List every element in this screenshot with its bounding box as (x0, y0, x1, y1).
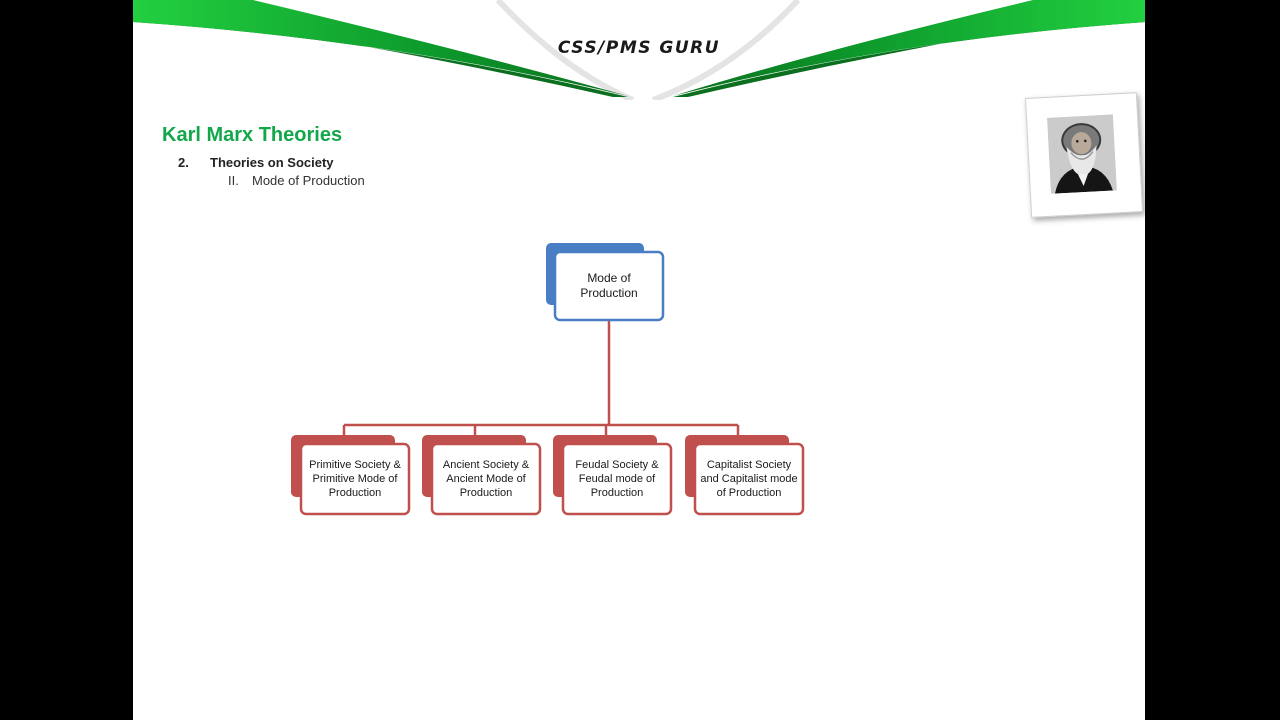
child-node-label: Feudal Society & Feudal mode of Producti… (575, 459, 659, 499)
connector-lines (342, 320, 740, 435)
portrait-image (1047, 114, 1117, 194)
outline-number: 2. (178, 155, 189, 170)
root-node (546, 243, 665, 322)
outline-item-level2: II. Mode of Production (228, 173, 365, 188)
child-node-label: Capitalist Society and Capitalist mode o… (700, 459, 798, 499)
portrait-photo-frame (1024, 92, 1144, 218)
child-node-box (430, 442, 542, 516)
brand-title: CSS/PMS GURU (557, 38, 721, 58)
outline-text: Theories on Society (210, 155, 334, 170)
root-node-label: Mode of Production (580, 271, 638, 300)
root-node-box (553, 250, 665, 322)
child-node-box (561, 442, 673, 516)
header-swoosh-graphic (133, 0, 1145, 100)
slide-title: Karl Marx Theories (162, 124, 343, 146)
outline-text: Mode of Production (252, 173, 365, 188)
outline-number: II. (228, 173, 239, 188)
hierarchy-diagram (291, 243, 805, 516)
child-node-box (693, 442, 805, 516)
child-nodes (291, 435, 805, 516)
child-node-label: Ancient Society & Ancient Mode of Produc… (442, 459, 530, 499)
outline-item-level1: 2. Theories on Society (178, 155, 334, 170)
child-node-label: Primitive Society & Primitive Mode of Pr… (309, 459, 401, 499)
child-node-box (299, 442, 411, 516)
slide: CSS/PMS GURU Karl Marx Theories 2. Theori… (133, 0, 1145, 720)
